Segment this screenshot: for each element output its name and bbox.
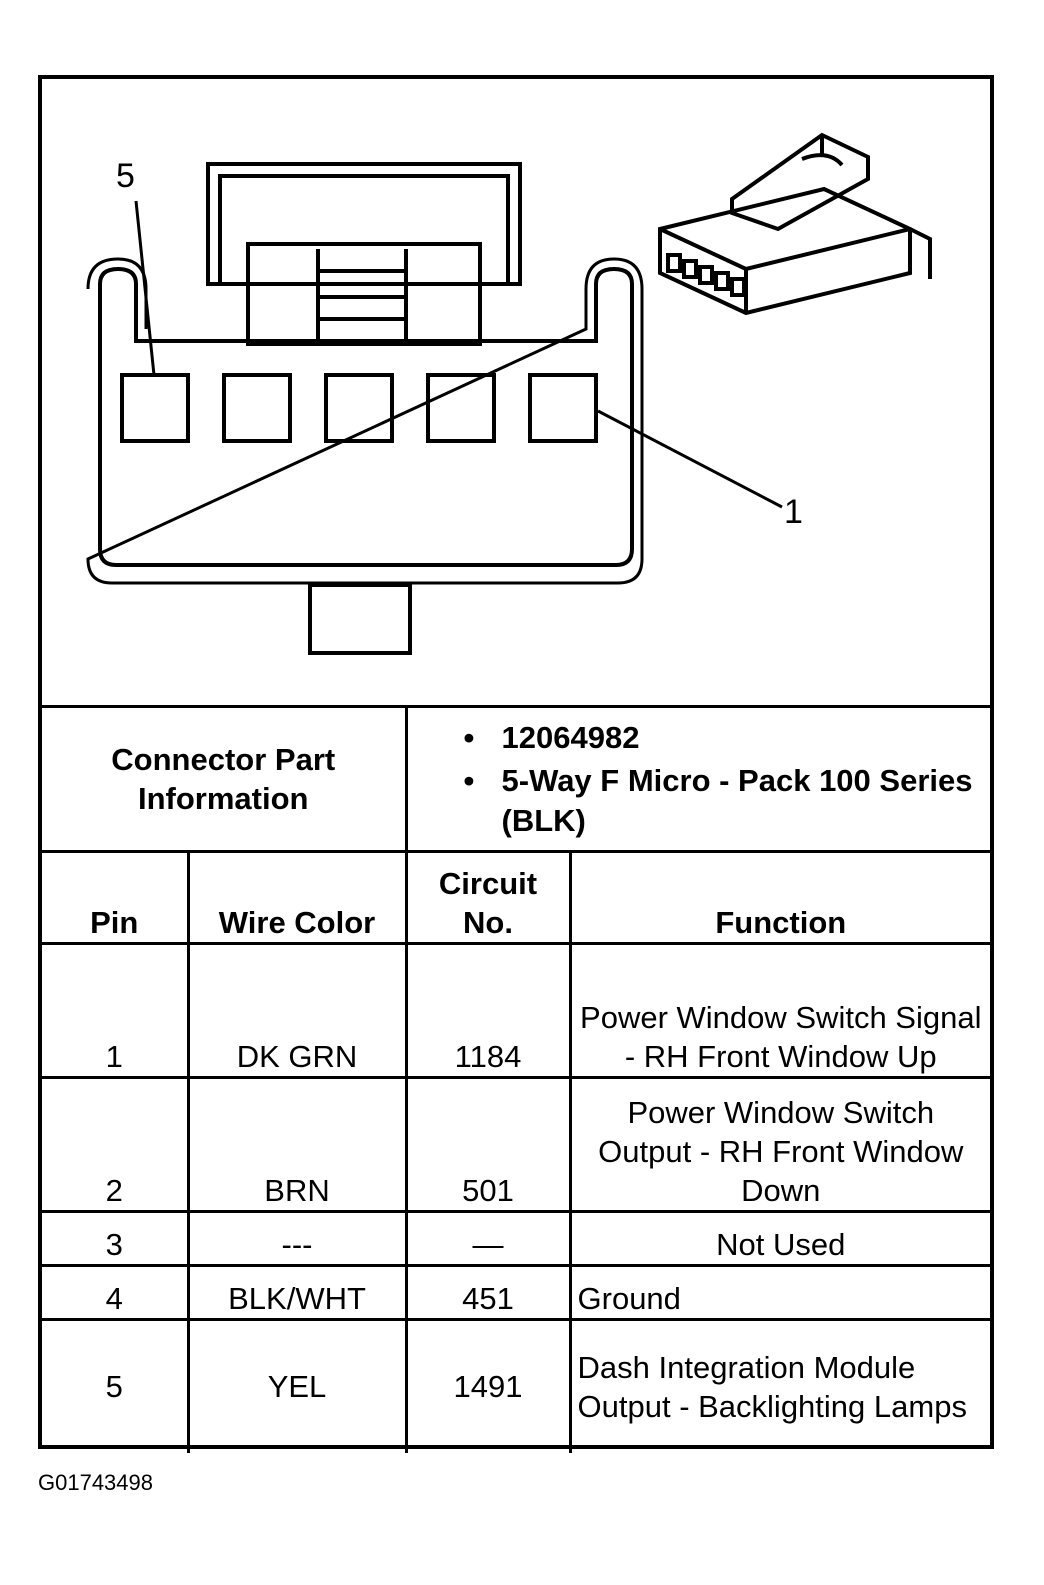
header-circuit-no: Circuit No. [404, 850, 572, 945]
pin-cell: 3 [42, 1210, 190, 1267]
pin-cavity-4 [222, 373, 292, 443]
pin-cell: 2 [42, 1076, 190, 1213]
connector-face-drawing [86, 132, 932, 655]
connector-info-label: Connector Part Information [42, 705, 408, 853]
function-cell: Ground [568, 1264, 991, 1321]
function-cell: Dash Integration Module Output - Backlig… [568, 1318, 991, 1453]
diagram-frame: 5 1 Connector Part Information 12064982 … [38, 75, 994, 1453]
wire-color-cell: BRN [186, 1076, 408, 1213]
figure-id-caption: G01743498 [38, 1470, 153, 1495]
table-row: 5 YEL 1491 Dash Integration Module Outpu… [42, 1318, 991, 1453]
circuit-cell: 501 [404, 1076, 572, 1213]
pin-cavity-5 [120, 373, 190, 443]
pin-cavity-1 [528, 373, 598, 443]
pin-cavity-3 [324, 373, 394, 443]
connector-part-number: 12064982 [464, 718, 985, 757]
function-cell: Power Window Switch Signal - RH Front Wi… [568, 942, 991, 1079]
wire-color-cell: DK GRN [186, 942, 408, 1079]
function-cell: Power Window Switch Output - RH Front Wi… [568, 1076, 991, 1213]
circuit-cell: — [404, 1210, 572, 1267]
circuit-cell: 451 [404, 1264, 572, 1321]
leader-line-1 [597, 409, 783, 509]
function-cell: Not Used [568, 1210, 991, 1267]
wire-color-cell: BLK/WHT [186, 1264, 408, 1321]
pin-cell: 1 [42, 942, 190, 1079]
wire-color-cell: --- [186, 1210, 408, 1267]
connector-figure: 5 1 [42, 79, 990, 705]
header-function: Function [568, 850, 991, 945]
connector-pinout-table: Connector Part Information 12064982 5-Wa… [42, 705, 991, 1453]
connector-description: 5-Way F Micro - Pack 100 Series (BLK) [464, 761, 985, 839]
header-pin: Pin [42, 850, 190, 945]
pin-cell: 4 [42, 1264, 190, 1321]
callout-pin-5: 5 [116, 157, 135, 195]
table-row: 4 BLK/WHT 451 Ground [42, 1264, 991, 1321]
connector-info-list: 12064982 5-Way F Micro - Pack 100 Series… [404, 705, 991, 853]
circuit-cell: 1491 [404, 1318, 572, 1453]
circuit-cell: 1184 [404, 942, 572, 1079]
table-row: 1 DK GRN 1184 Power Window Switch Signal… [42, 942, 991, 1079]
table-header-row: Pin Wire Color Circuit No. Function [42, 850, 991, 945]
header-wire-color: Wire Color [186, 850, 408, 945]
table-row: 2 BRN 501 Power Window Switch Output - R… [42, 1076, 991, 1213]
table-row: 3 --- — Not Used [42, 1210, 991, 1267]
wire-color-cell: YEL [186, 1318, 408, 1453]
connector-info-row: Connector Part Information 12064982 5-Wa… [42, 705, 991, 853]
pin-cell: 5 [42, 1318, 190, 1453]
leader-line-5 [134, 200, 156, 376]
callout-pin-1: 1 [784, 493, 803, 531]
pin-cavity-2 [426, 373, 496, 443]
connector-isometric-sketch [658, 132, 932, 316]
